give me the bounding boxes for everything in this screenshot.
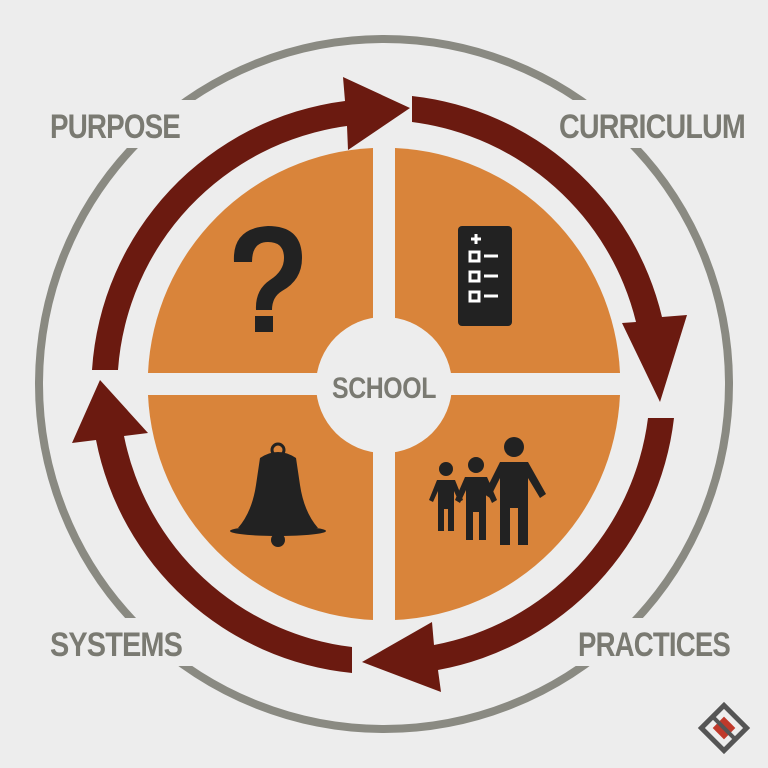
cycle-arrow-practices [362, 418, 674, 692]
cycle-arrow-systems [72, 380, 352, 673]
systems-label-plate [40, 618, 200, 666]
label-purpose: PURPOSE [50, 108, 180, 146]
cycle-arrow-curriculum [412, 96, 687, 402]
bell-icon [230, 442, 326, 547]
quadrant-top-left [148, 148, 373, 373]
label-systems: SYSTEMS [50, 626, 182, 664]
cycle-arrow-purpose [92, 77, 410, 370]
label-practices: PRACTICES [578, 626, 730, 664]
checklist-icon [458, 226, 512, 326]
purpose-label-plate [40, 100, 202, 148]
curriculum-label-plate [548, 100, 756, 148]
question-mark-icon [233, 226, 302, 332]
center-circle [316, 317, 452, 453]
label-curriculum: CURRICULUM [559, 108, 745, 146]
family-icon [429, 437, 546, 545]
center-label-school: SCHOOL [332, 372, 436, 405]
logo-mark [697, 701, 751, 755]
outer-ring [35, 35, 733, 733]
practices-label-plate [566, 618, 744, 666]
